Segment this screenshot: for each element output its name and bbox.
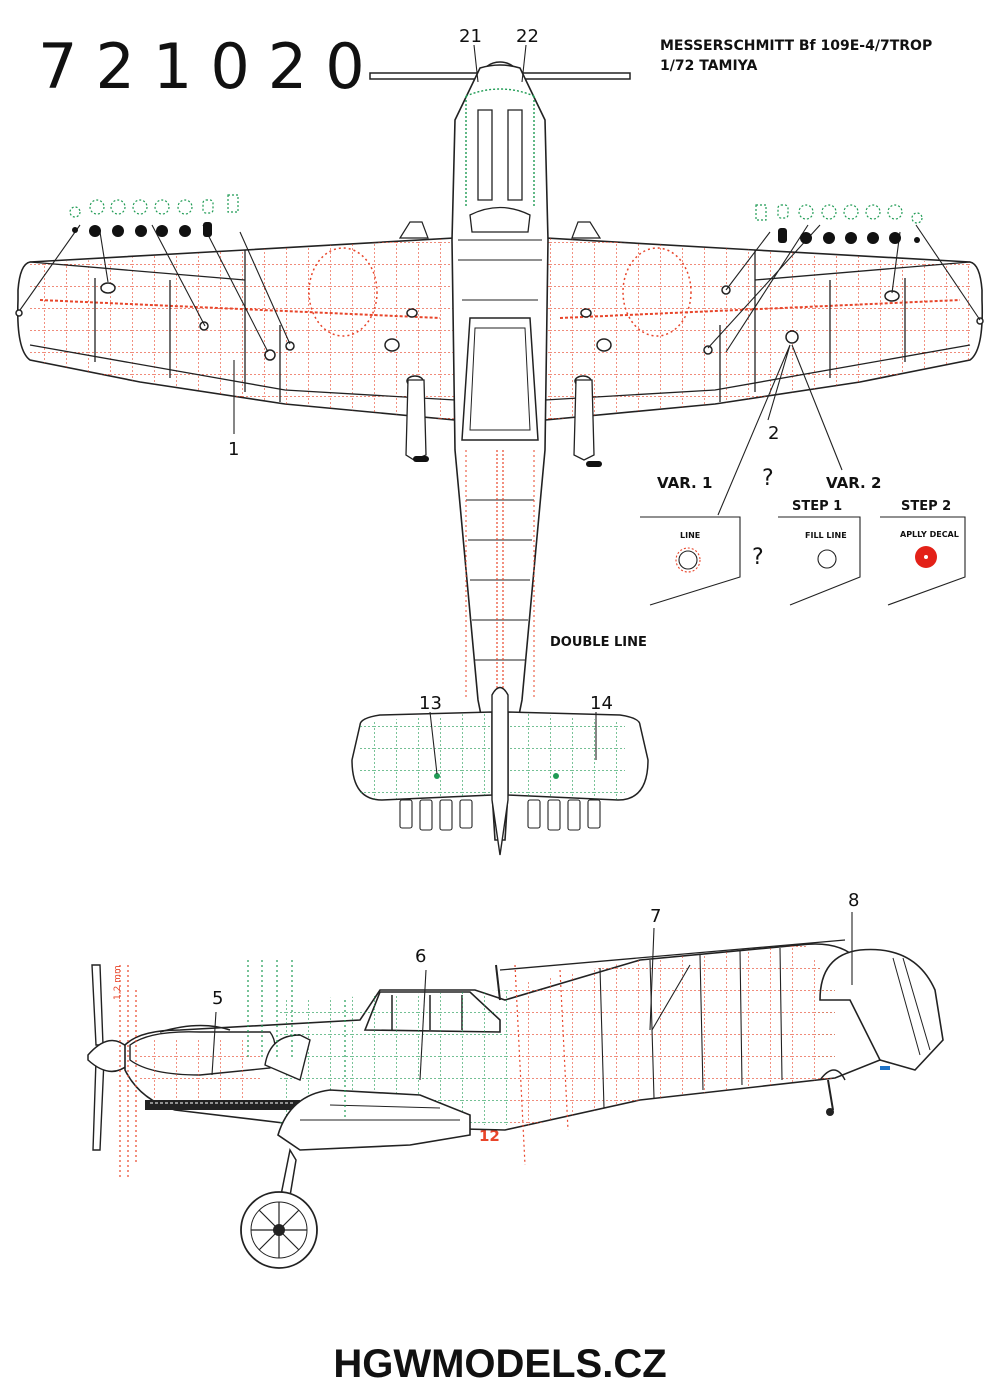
side-code-12: 12 [479, 1127, 500, 1145]
legend-fill-line: FILL LINE [805, 531, 847, 540]
legend-line: LINE [680, 531, 701, 540]
callout-6: 6 [415, 946, 427, 967]
double-line-label: DOUBLE LINE [550, 635, 647, 650]
side-view [87, 912, 944, 1269]
legend-step2: STEP 2 [901, 499, 952, 514]
antenna-wire [499, 939, 846, 971]
legend-var1: VAR. 1 [657, 474, 713, 492]
callout-1: 1 [228, 439, 240, 460]
callout-13: 13 [419, 693, 442, 714]
question-mark-large: ? [762, 466, 774, 491]
top-fuselage [451, 64, 549, 841]
callout-5: 5 [212, 988, 224, 1009]
callout-7: 7 [650, 906, 662, 927]
callout-22: 22 [516, 26, 539, 47]
legend-var2: VAR. 2 [826, 474, 882, 492]
brand-footer: HGWMODELS.CZ [333, 1342, 667, 1386]
title-kit: 1/72 TAMIYA [660, 58, 758, 74]
question-mark-legend: ? [752, 545, 764, 570]
callout-2: 2 [768, 423, 780, 444]
stencil-samples-left [69, 194, 239, 237]
callout-8: 8 [848, 890, 860, 911]
stencil-samples-right [755, 204, 923, 244]
legend-step1: STEP 1 [792, 499, 843, 514]
legend-apply-decal: APLLY DECAL [900, 530, 959, 539]
callout-14: 14 [590, 693, 613, 714]
top-view [15, 44, 984, 856]
legend-panel [640, 516, 966, 606]
product-code: 721020 [38, 30, 383, 103]
callout-21: 21 [459, 26, 482, 47]
title-model: MESSERSCHMITT Bf 109E-4/7TROP [660, 38, 933, 54]
